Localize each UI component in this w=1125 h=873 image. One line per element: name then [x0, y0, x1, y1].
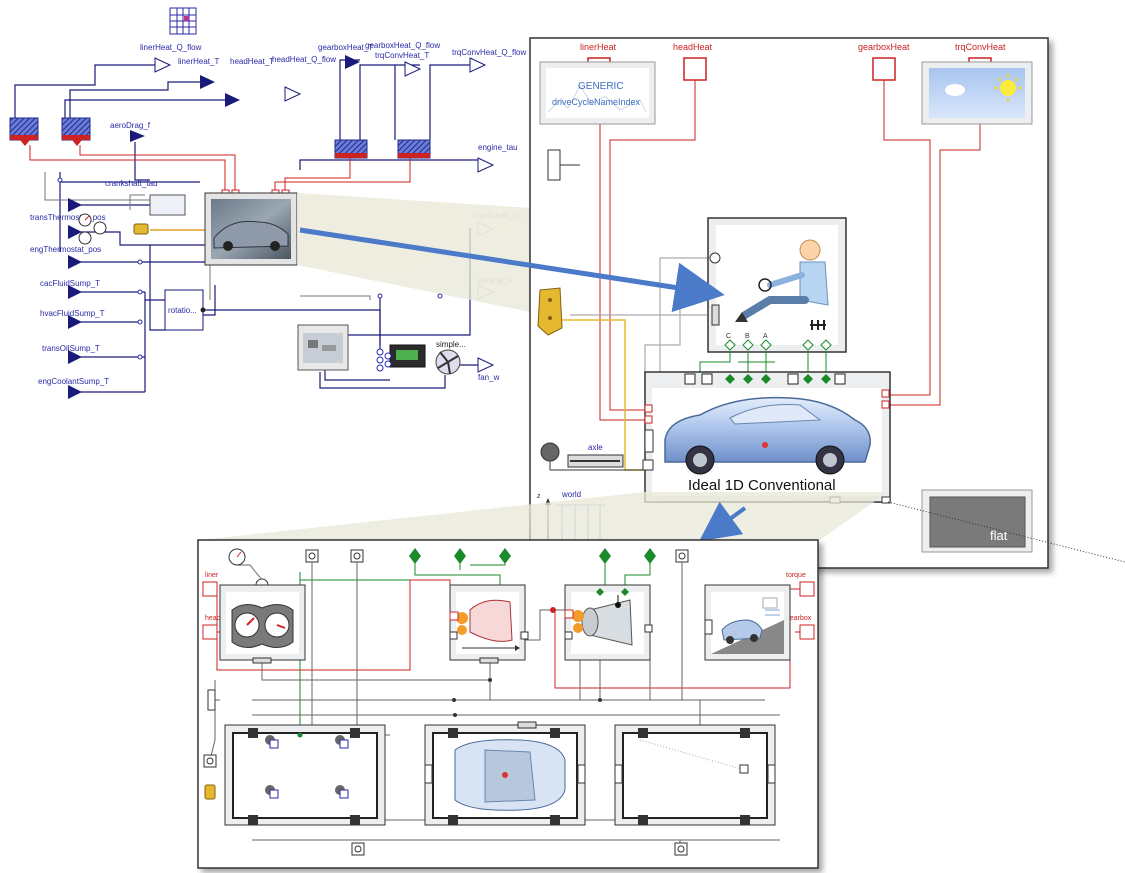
- connector-block: [538, 288, 562, 335]
- road-load-block: [705, 585, 790, 660]
- output-label: headHeat_T: [230, 57, 274, 66]
- world-label: world: [561, 490, 581, 499]
- driver-pedal-label: B: [745, 333, 750, 340]
- port-icon: [204, 755, 216, 767]
- heat-port-block: [335, 140, 367, 158]
- drive-cycle-label: driveCycleNameIndex: [552, 97, 641, 107]
- rotation-block: rotatio...: [165, 290, 206, 330]
- input-label: transOilSump_T: [42, 344, 100, 353]
- output-label: trqConvHeat_T: [375, 51, 429, 60]
- output-label: linerHeat_T: [178, 57, 219, 66]
- front-axle-block: [225, 725, 385, 825]
- heat-port-label: head: [205, 615, 221, 622]
- output-label: fan_w: [478, 373, 500, 382]
- engine-block: [450, 585, 528, 663]
- vehicle-body-block: [425, 722, 585, 825]
- fan-icon: simple...: [436, 340, 466, 374]
- terminal-block: [208, 690, 215, 710]
- heat-port-label: gearboxHeat: [858, 42, 910, 52]
- vehicle-photo-block: [205, 193, 297, 265]
- drive-cycle-block: GENERIC driveCycleNameIndex: [540, 62, 655, 124]
- input-label: crankshaft_tau: [105, 179, 157, 188]
- heat-port-block: [10, 118, 38, 146]
- output-label: gearboxHeat_Q_flow: [365, 41, 440, 50]
- input-label: hvacFluidSump_T: [40, 309, 105, 318]
- input-label: transThermostat_pos: [30, 213, 106, 222]
- driver-pedal-label: C: [726, 333, 731, 340]
- driver-pedal-label: A: [763, 333, 768, 340]
- heat-port-label: trqConvHeat: [955, 42, 1006, 52]
- crankshaft-block: [150, 195, 185, 215]
- road-block: flat: [922, 490, 1032, 552]
- environment-block: [922, 62, 1032, 124]
- heat-port-block: [398, 140, 430, 158]
- ecu-icon: [390, 345, 425, 367]
- input-label: cacFluidSump_T: [40, 279, 100, 288]
- instrument-cluster-block: [220, 585, 305, 663]
- heat-port-label: liner: [205, 572, 219, 579]
- input-label: engCoolantSump_T: [38, 377, 109, 386]
- output-label: trqConvHeat_Q_flow: [452, 48, 526, 57]
- heat-port-gearbox: [873, 58, 895, 80]
- vehicle-title: Ideal 1D Conventional: [688, 477, 836, 494]
- axis-letter: z: [537, 493, 541, 500]
- input-label: aeroDrag_f: [110, 121, 151, 130]
- heat-port-label: torque: [786, 572, 806, 579]
- svg-text:simple...: simple...: [436, 340, 466, 349]
- input-label: engThermostat_pos: [30, 245, 101, 254]
- heat-port-label: linerHeat: [580, 42, 617, 52]
- control-unit-block: [298, 325, 348, 370]
- sun-icon: [1000, 80, 1016, 96]
- connector-icon: [134, 224, 148, 234]
- svg-text:rotatio...: rotatio...: [168, 306, 197, 315]
- rear-axle-block: [615, 725, 775, 825]
- output-label: engine_tau: [478, 143, 518, 152]
- vehicle-block: Ideal 1D Conventional: [643, 372, 890, 503]
- output-label: linerHeat_Q_flow: [140, 43, 202, 52]
- axle-label: axle: [588, 443, 603, 452]
- heat-port-label: headHeat: [673, 42, 713, 52]
- transmission-block: [550, 585, 652, 660]
- heat-port-block: [62, 118, 90, 146]
- grid-icon: [170, 8, 196, 34]
- output-label: headHeat_Q_flow: [272, 55, 336, 64]
- connector-icon: [205, 785, 215, 799]
- heat-port-head: [684, 58, 706, 80]
- driver-block: C B A: [708, 218, 846, 352]
- generic-label: GENERIC: [578, 81, 624, 92]
